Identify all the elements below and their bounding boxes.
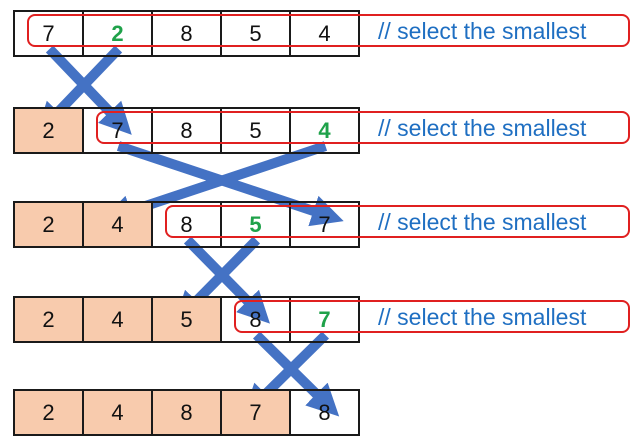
sorted-cell: 7 [220, 389, 291, 436]
sorted-cell: 8 [151, 389, 222, 436]
min-cell: 4 [289, 107, 360, 154]
swap-arrow [100, 141, 328, 227]
select-range-box [234, 300, 630, 333]
sorted-cell: 5 [151, 296, 222, 343]
select-smallest-annotation: // select the smallest [378, 209, 587, 235]
sorted-cell: 2 [13, 389, 84, 436]
select-smallest-annotation: // select the smallest [378, 304, 587, 330]
sorted-cell: 2 [13, 296, 84, 343]
select-smallest-annotation: // select the smallest [378, 18, 587, 44]
sorted-cell: 2 [13, 107, 84, 154]
select-range-box [96, 111, 630, 144]
sorted-cell: 4 [82, 201, 153, 248]
sorted-cell: 4 [82, 296, 153, 343]
array-cell: 4 [289, 10, 360, 57]
array-cell: 7 [289, 201, 360, 248]
sorted-cell: 4 [82, 389, 153, 436]
sorted-cell: 2 [13, 201, 84, 248]
min-cell: 7 [289, 296, 360, 343]
array-cell: 8 [289, 389, 360, 436]
select-range-box [165, 205, 630, 238]
select-smallest-annotation: // select the smallest [378, 115, 587, 141]
select-range-box [27, 14, 630, 47]
